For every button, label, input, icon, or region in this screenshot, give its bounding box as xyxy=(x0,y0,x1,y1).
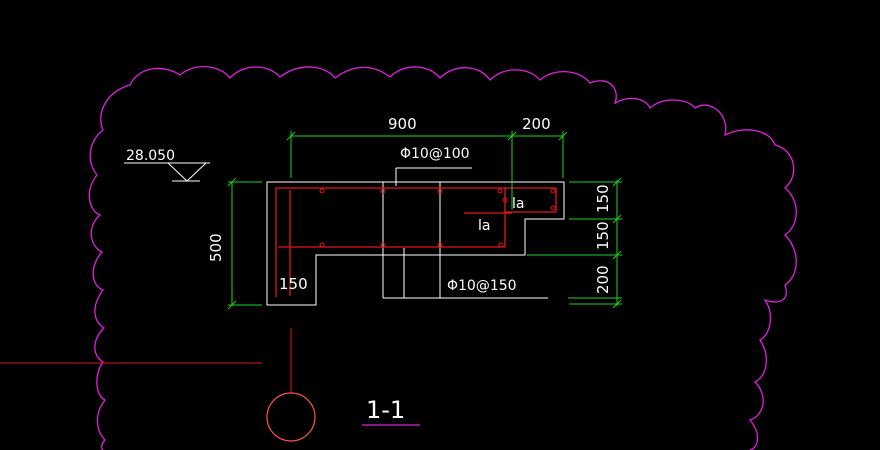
revision-cloud-left xyxy=(88,174,107,450)
dim-right-bottom: 200 xyxy=(594,265,612,294)
elevation-label: 28.050 xyxy=(126,148,175,164)
dim-inner-left: 150 xyxy=(279,275,308,293)
section-title: 1-1 xyxy=(366,396,405,424)
rebar-outer xyxy=(275,187,557,297)
dim-right-mid: 150 xyxy=(594,221,612,250)
section-marker-circle xyxy=(266,392,316,442)
dim-top-width: 900 xyxy=(388,115,417,133)
rebar-dots xyxy=(319,188,556,248)
dim-right-top: 150 xyxy=(594,184,612,213)
rebar-bottom-label: Φ10@150 xyxy=(447,278,517,294)
rebar-top-label: Φ10@100 xyxy=(400,146,470,162)
dim-top-ledge: 200 xyxy=(522,115,551,133)
anchor-label-1: la xyxy=(512,196,524,212)
elevation-triangle xyxy=(166,162,208,182)
dimension-lines xyxy=(227,131,622,310)
dim-height-total: 500 xyxy=(207,233,225,262)
concrete-outline xyxy=(266,181,565,306)
anchor-label-2: la xyxy=(478,218,490,234)
revision-cloud xyxy=(89,66,797,450)
